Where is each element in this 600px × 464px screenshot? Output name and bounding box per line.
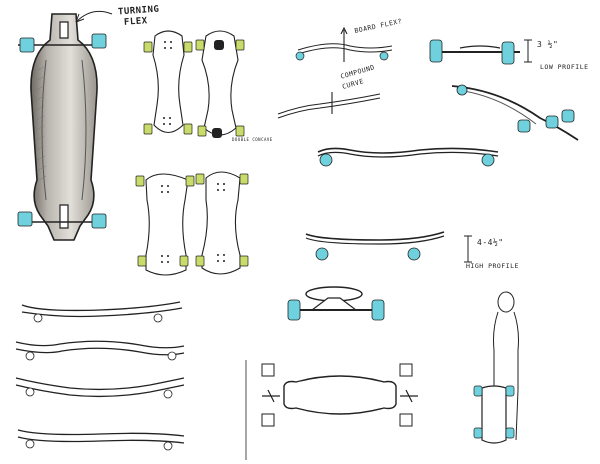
double-concave-label: DOUBLE CONCAVE bbox=[232, 137, 273, 142]
compound-curve-study bbox=[277, 92, 381, 119]
truck-front-view bbox=[287, 286, 385, 321]
deck-top-view-sketch bbox=[145, 30, 241, 276]
drop-through-cutouts bbox=[212, 40, 224, 138]
low-profile-dimension: 3 ½" bbox=[537, 40, 559, 49]
annotation-arrow bbox=[75, 10, 113, 23]
low-profile-label: LOW PROFILE bbox=[540, 63, 589, 71]
small-blue-wheels bbox=[295, 51, 389, 61]
mounting-holes bbox=[161, 41, 225, 263]
high-profile-dimension: 4-4½" bbox=[477, 238, 504, 247]
long-side-view bbox=[317, 147, 499, 167]
horizontal-deck-top-view bbox=[261, 363, 418, 427]
high-profile-side-view bbox=[305, 231, 472, 263]
lime-wheels bbox=[135, 39, 249, 267]
low-profile-front-view bbox=[429, 39, 532, 65]
shaded-drop-through-deck bbox=[30, 13, 98, 241]
profile-wheels bbox=[25, 313, 177, 451]
blue-wheels bbox=[17, 33, 107, 229]
board-flex-study bbox=[297, 26, 393, 62]
side-profile-sketches bbox=[15, 301, 185, 444]
arrow-head bbox=[75, 13, 85, 23]
turning-flex-label-line2: FLEX bbox=[123, 16, 149, 28]
held-longboard bbox=[473, 385, 515, 444]
perspective-board bbox=[451, 84, 579, 141]
high-profile-label: HIGH PROFILE bbox=[466, 262, 519, 270]
